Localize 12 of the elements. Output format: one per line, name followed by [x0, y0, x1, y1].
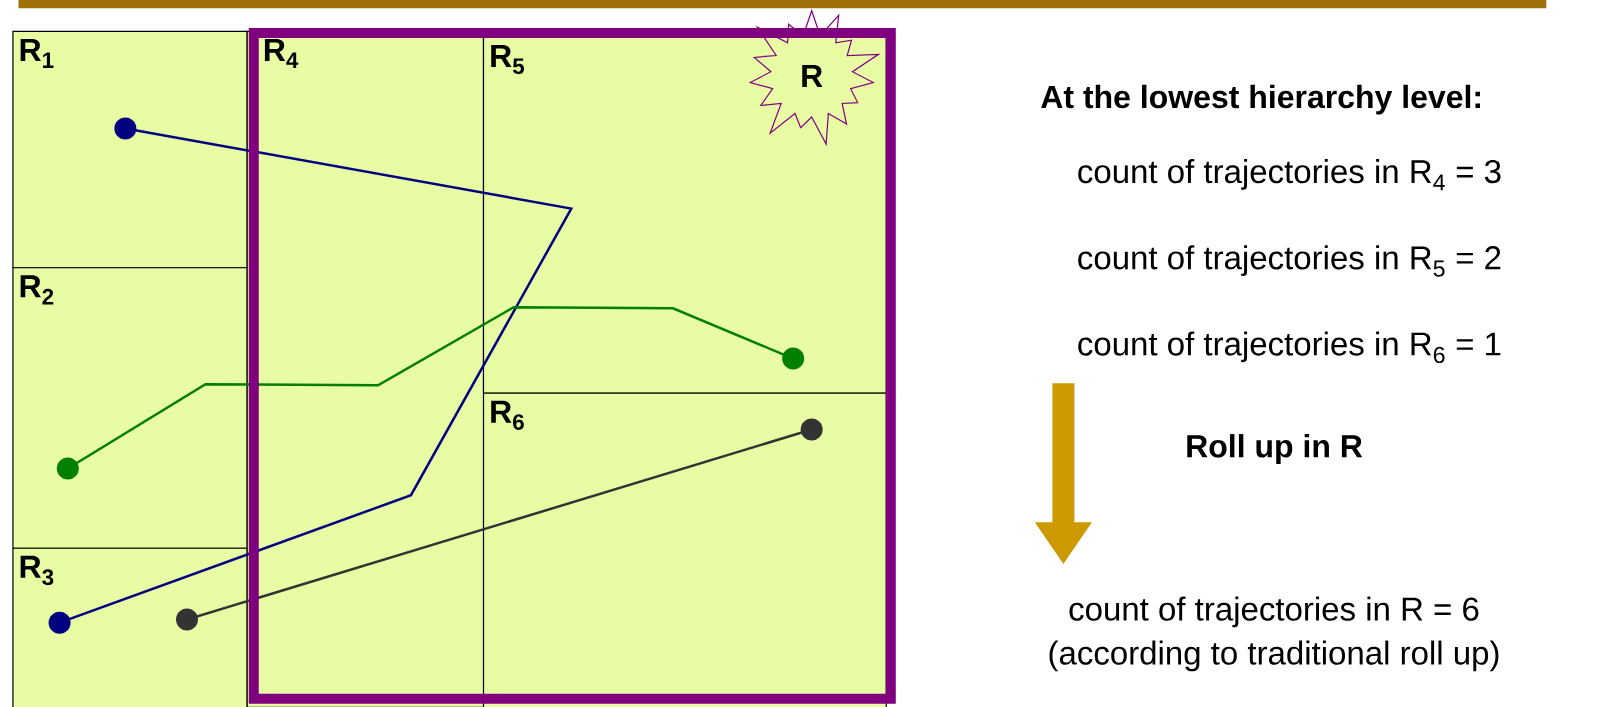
region-frame: [248, 27, 896, 704]
count-text: count of trajectories in R = 6 (according to traditional roll up): [1049, 596, 1499, 672]
edge-label: Roll up in R: [1187, 434, 1363, 464]
region-box: R$_{2}$: [12, 267, 248, 549]
region-box: R$_{1}$: [12, 30, 248, 269]
count-text: count of trajectories in R$_{5}$ = 2: [1078, 245, 1501, 277]
count-text: count of trajectories in R$_{6}$ = 1: [1078, 331, 1501, 364]
count-text: count of trajectories in R$_{4}$ = 3: [1078, 159, 1501, 191]
node-label: R$_{4}$: [264, 39, 299, 68]
heading-text: At the lowest hierarchy level:: [1041, 84, 1480, 115]
region-box: R$_{3}$: [12, 547, 248, 707]
region-box: R$_{6}$: [482, 392, 887, 707]
